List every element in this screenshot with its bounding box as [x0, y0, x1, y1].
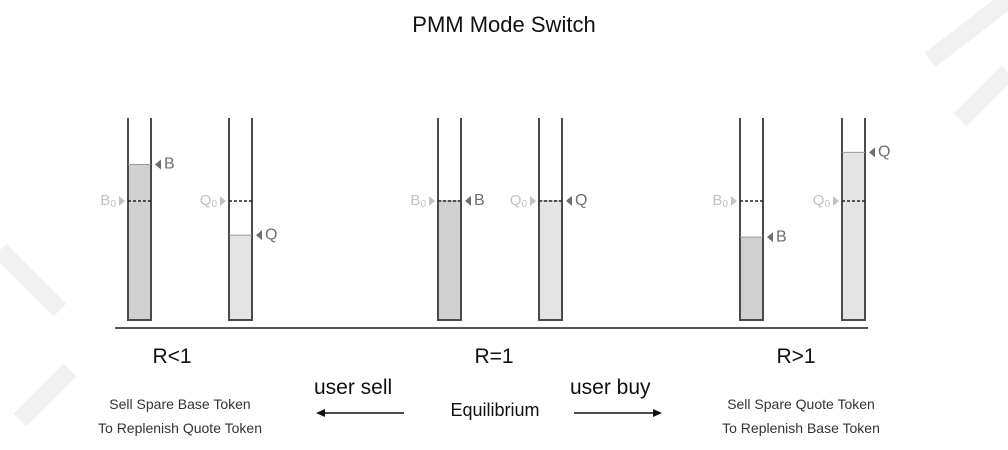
quote-reference-label: Q0: [813, 192, 831, 210]
quote-level-arrow: [566, 195, 572, 206]
quote-reference-arrow: [220, 196, 226, 206]
base-fill: [438, 200, 461, 320]
base-reference-label: B0: [712, 192, 728, 210]
quote-fill: [539, 200, 562, 320]
base-reference-arrow: [119, 196, 125, 206]
user-sell-label: user sell: [314, 376, 393, 399]
quote-tube: [228, 118, 253, 321]
base-level-arrow: [767, 232, 773, 243]
base-level-label: B: [474, 192, 485, 209]
base-level-arrow: [465, 195, 471, 206]
base-tube: [127, 118, 152, 321]
quote-reference-arrow: [530, 196, 536, 206]
desc-r-greater-1: Sell Spare Quote Token To Replenish Base…: [681, 392, 921, 440]
watermark-stroke: [924, 0, 1008, 68]
desc-line: To Replenish Base Token: [722, 420, 880, 436]
watermark-stroke: [953, 65, 1008, 127]
quote-tube: [841, 118, 866, 321]
base-fill: [740, 237, 763, 320]
quote-level-arrow: [869, 147, 875, 158]
quote-level-label: Q: [878, 144, 890, 161]
ratio-label-r-greater-1: R>1: [776, 345, 816, 368]
quote-reference-label: Q0: [200, 192, 218, 210]
user-buy-label: user buy: [570, 376, 651, 399]
watermark-decoration: [0, 0, 1008, 427]
base-level-label: B: [164, 156, 175, 173]
ratio-label-r-equal-1: R=1: [474, 345, 514, 368]
quote-reference-arrow: [833, 196, 839, 206]
base-reference-arrow: [731, 196, 737, 206]
quote-level-label: Q: [265, 226, 277, 243]
quote-level-label: Q: [575, 192, 587, 209]
base-tube: [437, 118, 462, 321]
quote-fill: [842, 152, 865, 320]
base-reference-label: B0: [100, 192, 116, 210]
desc-r-less-1: Sell Spare Base Token To Replenish Quote…: [60, 392, 300, 440]
desc-equilibrium: Equilibrium: [450, 400, 540, 420]
base-fill: [128, 164, 151, 320]
quote-tube: [538, 118, 563, 321]
sell-arrow: [316, 409, 404, 417]
base-reference-label: B0: [410, 192, 426, 210]
desc-line: Sell Spare Quote Token: [727, 396, 875, 412]
ratio-label-r-less-1: R<1: [152, 345, 192, 368]
base-level-label: B: [776, 228, 787, 245]
watermark-stroke: [0, 243, 67, 317]
base-reference-arrow: [429, 196, 435, 206]
diagram-title: PMM Mode Switch: [412, 12, 596, 37]
watermark-stroke: [13, 363, 77, 427]
quote-fill: [229, 235, 252, 320]
buy-arrow: [574, 409, 662, 417]
base-level-arrow: [155, 159, 161, 170]
desc-line: Sell Spare Base Token: [109, 396, 251, 412]
quote-reference-label: Q0: [510, 192, 528, 210]
quote-level-arrow: [256, 230, 262, 241]
base-tube: [739, 118, 764, 321]
desc-line: To Replenish Quote Token: [98, 420, 262, 436]
